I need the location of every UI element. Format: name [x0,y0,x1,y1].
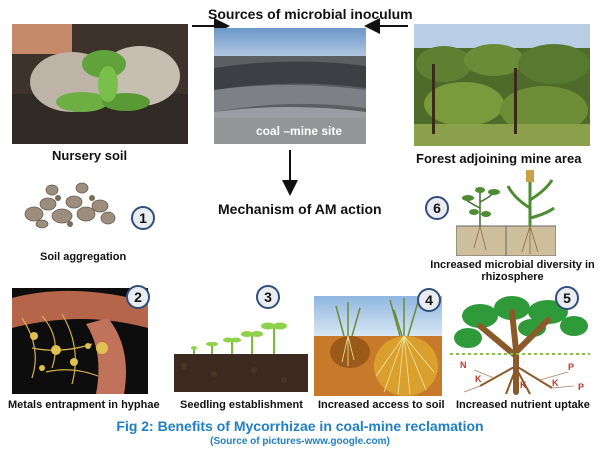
nutrient-letter: K [552,378,559,388]
soil-aggregation-image [24,182,116,229]
figure-caption: Fig 2: Benefits of Mycorrhizae in coal-m… [116,418,484,434]
benefit-number-badge: 2 [126,285,150,309]
root-access-image [314,296,442,396]
benefit-label-line: Increased microbial diversity in [430,259,595,271]
coal-mine-label: coal –mine site [256,124,343,138]
benefit-label-microbial-diversity: Increased microbial diversity in rhizosp… [430,259,595,283]
mechanism-title: Mechanism of AM action [218,201,382,217]
benefit-number-badge: 3 [256,285,280,309]
nutrient-letter: K [520,380,527,390]
benefit-label-line: rhizosphere [481,271,544,283]
hyphae-photo [12,288,148,394]
nutrient-letter: N [460,360,467,370]
rhizosphere-plants-image [456,170,556,256]
benefit-label-seedling-establishment: Seedling establishment [180,399,303,411]
benefit-number-badge: 5 [555,286,579,310]
nutrient-tree-image [450,296,590,395]
benefit-label-soil-aggregation: Soil aggregation [40,251,127,263]
figure-source: (Source of pictures-www.google.com) [210,436,390,447]
seedlings-image [174,322,308,392]
benefit-number-badge: 4 [417,288,441,312]
benefit-label-metals-entrapment: Metals entrapment in hyphae [8,399,160,411]
diagram-title: Sources of microbial inoculum [208,6,413,22]
benefit-label-access-to-soil: Increased access to soil [318,399,445,411]
nursery-soil-photo [12,24,188,144]
benefit-number-badge: 1 [131,206,155,230]
benefit-number-badge: 6 [425,196,449,220]
nursery-soil-label: Nursery soil [52,148,128,163]
nutrient-letter: P [578,382,585,392]
nutrient-letter: K [475,374,482,384]
forest-label: Forest adjoining mine area [416,151,582,166]
benefit-label-nutrient-uptake: Increased nutrient uptake [456,399,590,411]
nutrient-letter: P [568,362,575,372]
forest-photo [414,24,590,146]
coal-mine-photo [214,28,366,144]
